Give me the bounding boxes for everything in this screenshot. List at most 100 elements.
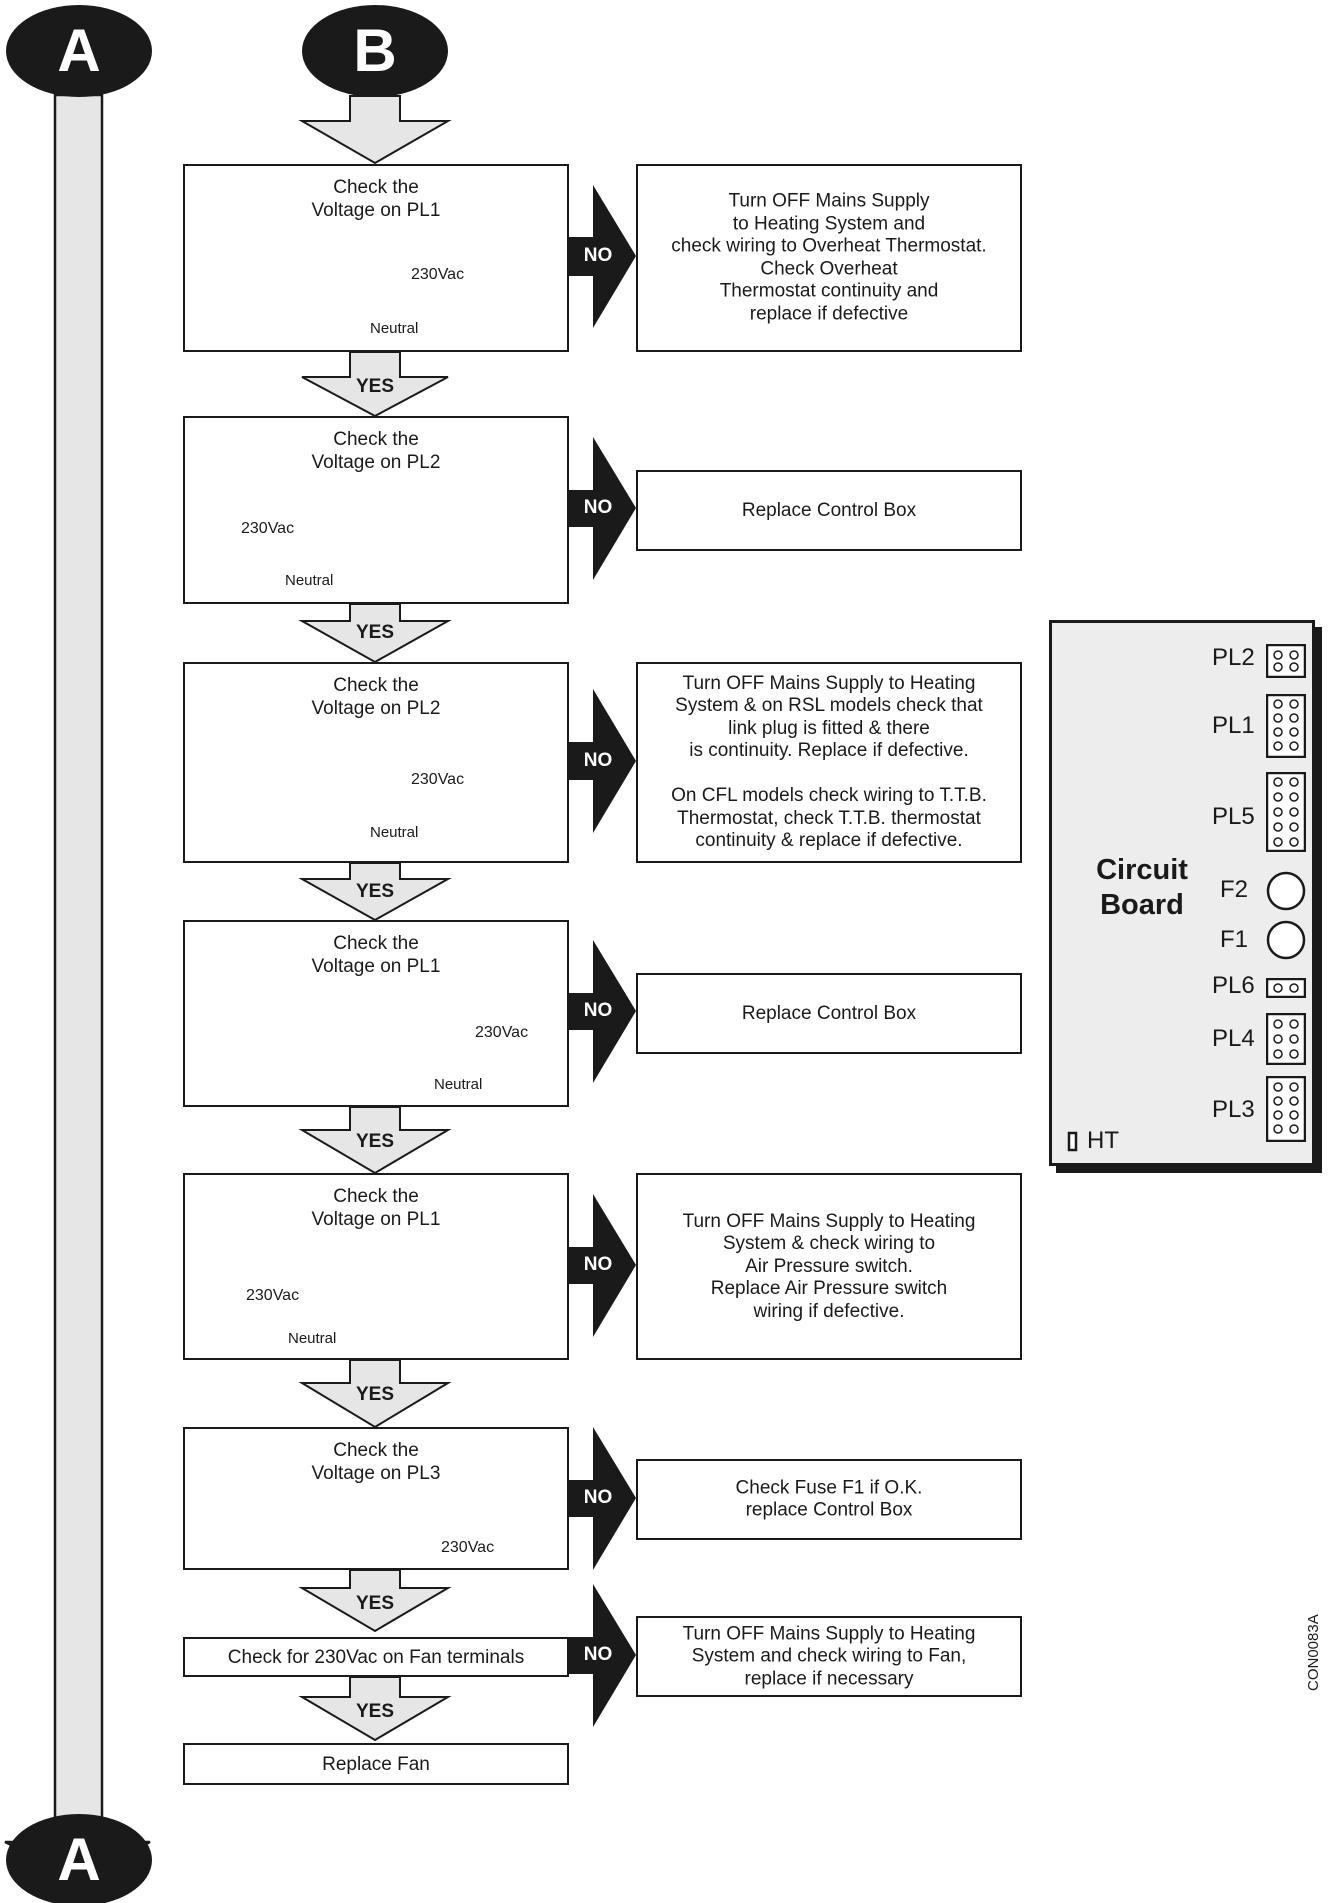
down-arrow-start: [298, 95, 452, 165]
action-box-1: Turn OFF Mains Supply to Heating System …: [636, 164, 1022, 352]
final-box: Replace Fan: [183, 1743, 569, 1785]
ref-label-3: Neutral: [370, 824, 419, 841]
meter-symbol-3: V: [387, 771, 399, 790]
action-box-4: Replace Control Box: [636, 973, 1022, 1054]
check-title-6: Check the Voltage on PL3: [311, 1440, 441, 1484]
action-text-3: Turn OFF Mains Supply to Heating System …: [671, 672, 987, 852]
yes-label-7: YES: [355, 1701, 395, 1722]
no-arrow-7: [568, 1584, 636, 1727]
check-box-5: Check the Voltage on PL1: [183, 1173, 569, 1360]
pl2-header-icon: [1266, 644, 1306, 678]
no-arrow-5: [568, 1194, 636, 1337]
ref-label-2: Neutral: [285, 572, 334, 589]
yes-label-3: YES: [355, 881, 395, 902]
check-box-7: Check for 230Vac on Fan terminals: [183, 1637, 569, 1677]
yes-label-4: YES: [355, 1131, 395, 1152]
no-arrow-6: [568, 1427, 636, 1570]
node-a-top: A: [57, 17, 101, 84]
yes-arrow-3: [298, 862, 452, 922]
check-title-5: Check the Voltage on PL1: [311, 1186, 441, 1230]
pl4-header-icon: [1266, 1013, 1306, 1065]
no-arrow-3: [568, 689, 636, 833]
meter-symbol-5: V: [305, 1287, 317, 1306]
check-box-2: Check the Voltage on PL2: [183, 416, 569, 604]
action-text-4: Replace Control Box: [741, 1002, 917, 1024]
yes-arrow-6: [298, 1569, 452, 1633]
no-arrow-2: [568, 437, 636, 580]
node-a-bottom: A: [57, 1826, 101, 1893]
yes-arrow-2: [298, 603, 452, 664]
no-label-6: NO: [583, 1487, 613, 1508]
yes-arrow-1: [301, 351, 449, 418]
action-text-5: Turn OFF Mains Supply to Heating System …: [682, 1210, 976, 1322]
document-code: CON0083A: [1305, 1614, 1322, 1691]
action-box-7: Turn OFF Mains Supply to Heating System …: [636, 1616, 1022, 1697]
no-label-3: NO: [583, 750, 613, 771]
yes-label-2: YES: [355, 622, 395, 643]
circuit-board-panel: Circuit Board PL2 PL1 PL5 F2 F1 PL6 PL4: [1049, 620, 1315, 1166]
action-box-5: Turn OFF Mains Supply to Heating System …: [636, 1173, 1022, 1360]
pl1-header-icon: [1266, 694, 1306, 758]
node-a-bottom-shape: [6, 1814, 152, 1903]
cb-label-pl2: PL2: [1212, 644, 1255, 671]
check-title-3: Check the Voltage on PL2: [311, 675, 441, 719]
check-box-4: Check the Voltage on PL1: [183, 920, 569, 1107]
meter-value-1: 230Vac: [411, 266, 465, 283]
action-box-3: Turn OFF Mains Supply to Heating System …: [636, 662, 1022, 863]
ref-label-4: Neutral: [434, 1076, 483, 1093]
meter-symbol-2: V: [305, 520, 317, 539]
meter-symbol-6: V: [417, 1538, 429, 1557]
check-title-2: Check the Voltage on PL2: [311, 429, 441, 473]
no-arrow-1: [568, 185, 636, 328]
yes-arrow-5: [298, 1359, 452, 1429]
yes-label-5: YES: [355, 1384, 395, 1405]
loop-line-a: [4, 93, 151, 1880]
meter-value-3: 230Vac: [411, 771, 465, 788]
action-box-2: Replace Control Box: [636, 470, 1022, 551]
check-title-1: Check the Voltage on PL1: [311, 177, 441, 221]
yes-label-1: YES: [355, 376, 395, 397]
action-text-6: Check Fuse F1 if O.K. replace Control Bo…: [735, 1477, 923, 1521]
yes-arrow-7: [298, 1676, 452, 1742]
fuse-f1-icon: [1266, 920, 1306, 960]
meter-value-5: 230Vac: [246, 1287, 300, 1304]
no-label-1: NO: [583, 245, 613, 266]
cb-label-pl5: PL5: [1212, 803, 1255, 830]
action-text-7: Turn OFF Mains Supply to Heating System …: [682, 1622, 976, 1689]
check-title-4: Check the Voltage on PL1: [311, 933, 441, 977]
yes-label-6: YES: [355, 1593, 395, 1614]
cb-label-f1: F1: [1220, 926, 1249, 953]
meter-value-2: 230Vac: [241, 520, 295, 537]
no-label-2: NO: [583, 497, 613, 518]
node-b-shape: [302, 5, 448, 97]
fuse-f2-icon: [1266, 871, 1306, 911]
cb-label-f2: F2: [1220, 876, 1249, 903]
meter-symbol-4: V: [451, 1024, 463, 1043]
no-label-5: NO: [583, 1254, 613, 1275]
cb-label-pl6: PL6: [1212, 972, 1255, 999]
pl5-header-icon: [1266, 772, 1306, 852]
meter-value-4: 230Vac: [475, 1024, 529, 1041]
cb-label-pl4: PL4: [1212, 1025, 1255, 1052]
ref-label-1: Neutral: [370, 320, 419, 337]
action-box-6: Check Fuse F1 if O.K. replace Control Bo…: [636, 1459, 1022, 1540]
cb-label-pl1: PL1: [1212, 712, 1255, 739]
no-label-4: NO: [583, 1000, 613, 1021]
pl3-header-icon: [1266, 1076, 1306, 1142]
ref-label-5: Neutral: [288, 1330, 337, 1347]
ht-terminal-icon: [1067, 1131, 1078, 1152]
node-b: B: [353, 17, 397, 84]
action-text-1: Turn OFF Mains Supply to Heating System …: [671, 190, 987, 325]
no-arrow-4: [568, 940, 636, 1083]
pl6-header-icon: [1266, 978, 1306, 998]
yes-arrow-4: [298, 1106, 452, 1175]
node-a-top-shape: [6, 5, 152, 97]
check-box-3: Check the Voltage on PL2: [183, 662, 569, 863]
check-box-6: Check the Voltage on PL3: [183, 1427, 569, 1570]
no-label-7: NO: [583, 1644, 613, 1665]
action-text-2: Replace Control Box: [741, 499, 917, 521]
check-box-1: Check the Voltage on PL1: [183, 164, 569, 352]
meter-symbol-1: V: [387, 266, 399, 285]
meter-value-6: 230Vac: [441, 1539, 495, 1556]
cb-label-pl3: PL3: [1212, 1096, 1255, 1123]
